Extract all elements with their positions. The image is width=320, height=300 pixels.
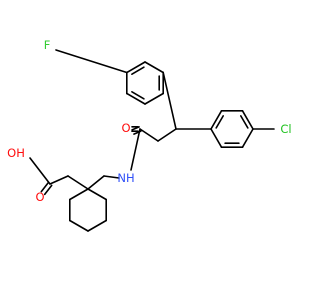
acid-c-o-double-bond bbox=[40, 181, 50, 193]
n-ch2-bond bbox=[103, 175, 120, 179]
bonds bbox=[29, 49, 275, 232]
cyclohexane-bond bbox=[69, 188, 89, 201]
cyclohexane-bond bbox=[69, 219, 89, 232]
cyclohexane-bond bbox=[87, 188, 107, 201]
chlorine-atom-label: Cl bbox=[280, 122, 291, 136]
ring-ch2-acid-bond bbox=[67, 175, 89, 190]
fluorine-atom-label: F bbox=[44, 38, 51, 52]
amide-c-n-bond bbox=[130, 128, 141, 171]
ch2-co-bond bbox=[139, 128, 159, 142]
acid-carbonyl-oxygen-label: O bbox=[35, 190, 44, 204]
ch2-cooh-bond bbox=[49, 175, 69, 185]
acid-c-o-double-bond bbox=[43, 184, 53, 196]
ch-fluorophenyl-bond bbox=[162, 71, 177, 130]
atom-labels: F Cl OH O O NH bbox=[7, 38, 291, 204]
amide-nh-label: NH bbox=[117, 171, 134, 185]
hydroxyl-atom-label: OH bbox=[7, 146, 25, 160]
cyclohexane-bond bbox=[87, 219, 107, 232]
fluorophenyl-ring-bond bbox=[144, 92, 164, 105]
fluorophenyl-ring-bond bbox=[126, 92, 146, 105]
fluorophenyl-ring-bond bbox=[126, 61, 146, 74]
fluorophenyl-ring-bond bbox=[144, 61, 164, 74]
chlorophenyl-ring-double-bond bbox=[240, 115, 249, 129]
fluorophenyl-ring-double-bond bbox=[131, 66, 145, 75]
molecule-structure: F Cl OH O O NH bbox=[7, 38, 292, 232]
chlorophenyl-ring-bond bbox=[210, 128, 223, 148]
c-oh-bond bbox=[29, 157, 51, 185]
c-f-bond bbox=[55, 49, 128, 74]
chlorophenyl-ring-bond bbox=[241, 128, 254, 148]
chlorophenyl-ring-double-bond bbox=[215, 115, 224, 129]
ch-ch2-bond bbox=[157, 128, 177, 142]
ch2-ring-bond bbox=[87, 175, 105, 190]
amide-carbonyl-oxygen-label: O bbox=[121, 121, 130, 135]
fluorophenyl-ring-double-bond bbox=[131, 91, 145, 100]
chlorophenyl-ring-bond bbox=[210, 110, 223, 130]
chlorophenyl-ring-bond bbox=[241, 110, 254, 130]
